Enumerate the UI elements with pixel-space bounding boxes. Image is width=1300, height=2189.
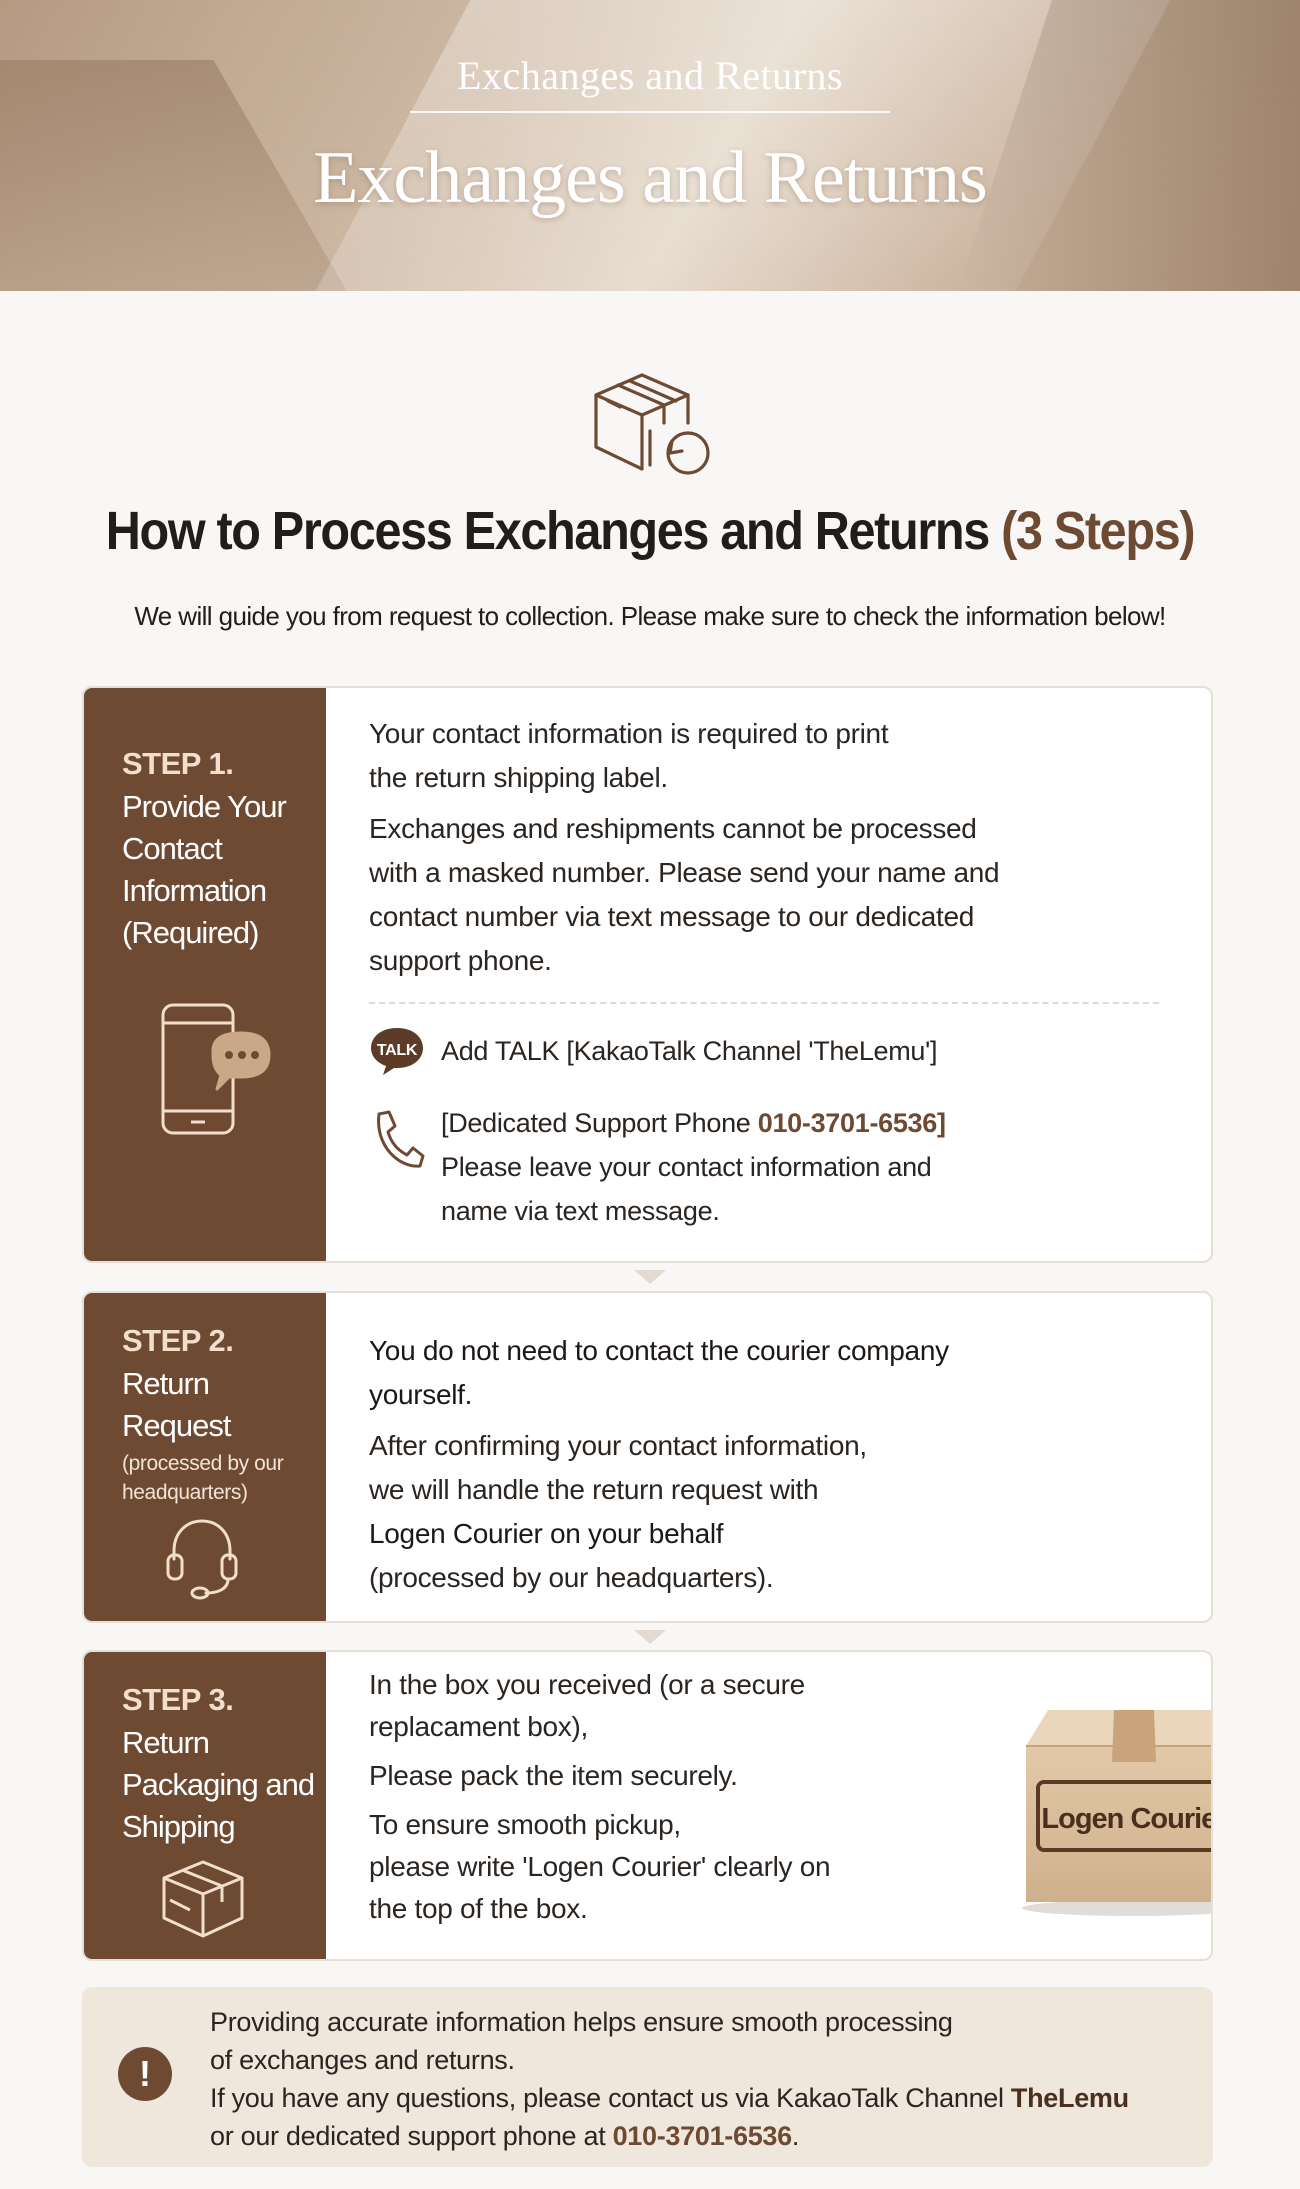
step3-description: In the box you received (or a secure rep… xyxy=(369,1664,881,1930)
step2-text: Logen Courier on your behalf xyxy=(369,1518,724,1549)
phone-chat-icon xyxy=(161,1003,271,1135)
step1-text: contact number via text message to our d… xyxy=(369,901,975,932)
step2-title: Return Request xyxy=(122,1363,322,1447)
step2-title-line: Request xyxy=(122,1408,231,1443)
kakaotalk-text: Add TALK [KakaoTalk Channel 'TheLemu'] xyxy=(441,1036,938,1066)
step2-text: You do not need to contact the courier c… xyxy=(369,1335,949,1366)
box-icon xyxy=(162,1860,244,1938)
step1-label: STEP 1. xyxy=(122,746,234,781)
step1-text: Exchanges and reshipments cannot be proc… xyxy=(369,813,977,844)
page-title-accent: (3 Steps) xyxy=(1001,501,1195,561)
step3-text: the top of the box. xyxy=(369,1893,588,1924)
page-title-main: How to Process Exchanges and Returns xyxy=(105,501,991,561)
notice-line-text: . xyxy=(791,2121,800,2151)
step2-description: You do not need to contact the courier c… xyxy=(369,1329,1171,1600)
phone-handset-icon xyxy=(377,1110,425,1168)
step2-text: yourself. xyxy=(369,1379,473,1410)
notice-phone-number: 010-3701-6536 xyxy=(612,2121,793,2151)
step3-title: Return Packaging and Shipping xyxy=(122,1725,315,1844)
notice-line: Providing accurate information helps ens… xyxy=(210,2007,953,2037)
notice-line-text: or our dedicated support phone at xyxy=(210,2121,613,2151)
support-phone-instruction: Please leave your contact information an… xyxy=(441,1152,932,1182)
talk-badge-text: TALK xyxy=(377,1042,418,1059)
support-phone-prefix: [Dedicated Support Phone xyxy=(441,1108,758,1138)
step3-text: please write 'Logen Courier' clearly on xyxy=(369,1851,831,1882)
step2-text: (processed by our headquarters). xyxy=(369,1562,774,1593)
step3-card: STEP 3. Return Packaging and Shipping In… xyxy=(82,1650,1213,1961)
step2-label: STEP 2. xyxy=(122,1323,234,1358)
step3-text: In the box you received (or a secure xyxy=(369,1669,805,1700)
box-return-icon xyxy=(594,373,710,475)
step2-note: (processed by our headquarters) xyxy=(122,1452,284,1504)
support-phone-number: 010-3701-6536] xyxy=(757,1108,946,1138)
exclamation-icon: ! xyxy=(118,2047,172,2101)
page-title: How to Process Exchanges and Returns (3 … xyxy=(65,500,1235,562)
kakaotalk-channel-name: TheLemu xyxy=(1010,2083,1129,2113)
step1-sidebar: STEP 1. Provide Your Contact Information… xyxy=(84,688,326,1261)
page-subtitle: We will guide you from request to collec… xyxy=(134,601,1166,631)
step1-text: support phone. xyxy=(369,945,552,976)
step1-text: Your contact information is required to … xyxy=(369,718,889,749)
support-phone-instruction: name via text message. xyxy=(441,1196,720,1226)
banner-title: Exchanges and Returns xyxy=(313,137,988,219)
banner-divider xyxy=(410,111,890,113)
notice-line-text: If you have any questions, please contac… xyxy=(210,2083,1011,2113)
banner-subtitle: Exchanges and Returns xyxy=(457,53,843,98)
step3-sidebar: STEP 3. Return Packaging and Shipping xyxy=(84,1652,326,1959)
step1-card: STEP 1. Provide Your Contact Information… xyxy=(82,686,1213,1263)
step3-text: Please pack the item securely. xyxy=(369,1760,738,1791)
notice-line: or our dedicated support phone at 010-37… xyxy=(210,2117,1173,2155)
step1-text: the return shipping label. xyxy=(369,762,668,793)
step1-title: Provide Your Contact Information (Requir… xyxy=(122,789,287,950)
kakaotalk-talk-icon: TALK xyxy=(371,1028,423,1075)
notice-box: ! Providing accurate information helps e… xyxy=(82,1987,1213,2167)
support-phone-text: [Dedicated Support Phone 010-3701-6536] … xyxy=(441,1101,1171,1233)
step3-label: STEP 3. xyxy=(122,1682,234,1717)
step2-sidebar: STEP 2. Return Request (processed by our… xyxy=(84,1293,326,1621)
logen-courier-box-image: Logen Courier xyxy=(1022,1710,1213,1916)
step-connector-arrow xyxy=(634,1270,666,1284)
step2-text: we will handle the return request with xyxy=(369,1474,819,1505)
box-label-text: Logen Courier xyxy=(1041,1803,1213,1835)
notice-line: of exchanges and returns. xyxy=(210,2045,515,2075)
step2-text: After confirming your contact informatio… xyxy=(369,1430,867,1461)
step-connector-arrow xyxy=(634,1630,666,1644)
notice-line: If you have any questions, please contac… xyxy=(210,2079,1173,2117)
step1-text: with a masked number. Please send your n… xyxy=(369,857,1000,888)
step2-card: STEP 2. Return Request (processed by our… xyxy=(82,1291,1213,1623)
support-phone-row: [Dedicated Support Phone 010-3701-6536] … xyxy=(369,1098,1171,1238)
header-banner: Exchanges and Returns Exchanges and Retu… xyxy=(0,0,1300,291)
headset-icon xyxy=(166,1519,238,1600)
step1-description: Your contact information is required to … xyxy=(369,712,1171,983)
notice-text: Providing accurate information helps ens… xyxy=(210,2003,1173,2155)
step2-title-line: Return xyxy=(122,1366,210,1401)
step3-text: replacament box), xyxy=(369,1711,589,1742)
step1-divider xyxy=(369,1002,1159,1004)
kakaotalk-row: TALK Add TALK [KakaoTalk Channel 'TheLem… xyxy=(369,1026,1171,1076)
step3-text: To ensure smooth pickup, xyxy=(369,1809,681,1840)
